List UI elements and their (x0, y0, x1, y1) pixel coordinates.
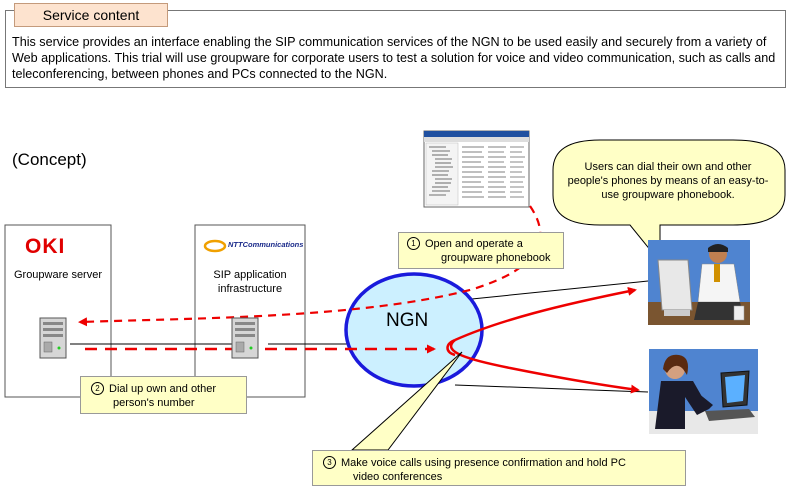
fork-curve (446, 338, 456, 357)
step2-line1: Dial up own and other (109, 383, 217, 395)
groupware-server-label: Groupware server (13, 269, 103, 281)
step3-note: 3 Make voice calls using presence confirm… (312, 450, 686, 486)
ntt-server-box (194, 224, 306, 398)
step1-number: 1 (407, 237, 420, 250)
link-ngn-user1 (461, 280, 649, 301)
step3-line2: video conferences (353, 471, 443, 483)
step2-number: 2 (91, 382, 104, 395)
ntt-logo-icon (203, 239, 227, 253)
ngn-to-user1-arrow (454, 286, 637, 342)
service-content-box (5, 10, 786, 88)
ngn-to-user2-arrow (449, 339, 640, 394)
service-description: This service provides an interface enabl… (12, 35, 776, 81)
step2-note: 2 Dial up own and other person's number (80, 376, 247, 414)
speech-bubble-text: Users can dial their own and other peopl… (567, 161, 769, 201)
phonebook-window-icon (423, 130, 530, 208)
ngn-label: NGN (386, 310, 429, 331)
ntt-logo: NTTCommunications (228, 240, 304, 249)
link-ngn-user2 (454, 384, 649, 393)
step3-number: 3 (323, 456, 336, 469)
oki-server-icon (39, 317, 67, 359)
service-content-tab: Service content (14, 3, 168, 27)
ntt-server-icon (231, 317, 259, 359)
sip-infrastructure-label: SIP application infrastructure (195, 268, 305, 296)
step3-line1: Make voice calls using presence confirma… (341, 457, 626, 469)
step1-note: 1 Open and operate a groupware phonebook (398, 232, 564, 269)
step1-line1: Open and operate a (425, 238, 523, 250)
user1-pc-icon (648, 240, 750, 325)
sip-infrastructure-line2: infrastructure (217, 283, 283, 295)
user2-pc-icon (649, 349, 758, 434)
sip-infrastructure-line1: SIP application (213, 269, 287, 281)
concept-label: (Concept) (12, 150, 87, 169)
step2-line2: person's number (113, 397, 195, 409)
oki-server-box (4, 224, 112, 398)
step1-line2: groupware phonebook (441, 252, 551, 264)
oki-logo: OKI (25, 235, 66, 258)
